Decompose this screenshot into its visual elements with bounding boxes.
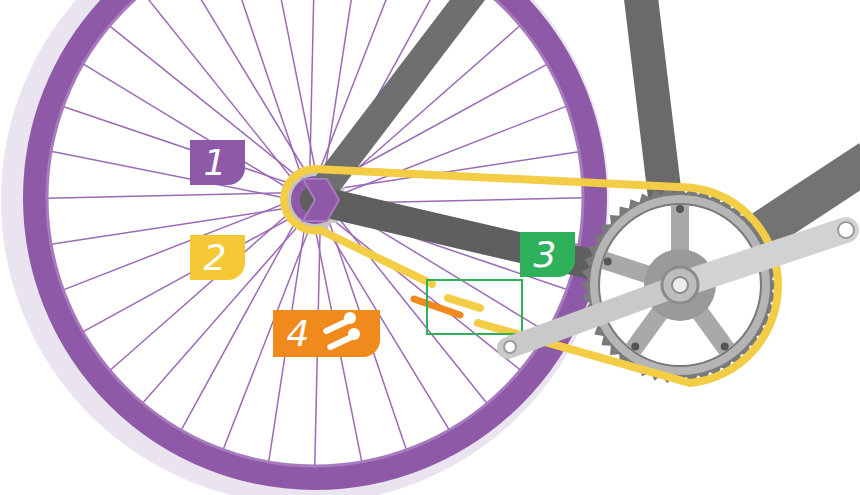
callout-number: 3 [520, 232, 570, 277]
spoke [47, 193, 300, 199]
ring-bolt [631, 342, 639, 350]
callout-badge [273, 310, 380, 357]
crank-arm [680, 230, 846, 285]
ring-bolt [676, 205, 684, 213]
ring-bolt [604, 258, 612, 266]
callout-badge [520, 232, 575, 277]
spoke [110, 26, 307, 184]
crank-bolt [672, 277, 688, 293]
spoke [110, 203, 300, 370]
highlight-box [427, 280, 522, 334]
callout-badge [190, 140, 245, 185]
callout-number: 2 [190, 235, 240, 280]
spoke [268, 0, 318, 182]
callout-badge [190, 235, 245, 280]
ring-hole [600, 205, 760, 365]
callout-number: 1 [190, 140, 240, 185]
callout-number: 4 [276, 310, 320, 357]
bottom-bracket [662, 267, 698, 303]
pedal-eye [504, 341, 516, 353]
broken-chain-link [414, 299, 460, 315]
crank-arm [508, 285, 680, 348]
spoke [63, 107, 303, 188]
pedal-eye [838, 222, 854, 238]
chain-tool-icon [322, 312, 360, 351]
ring-bolt [721, 342, 729, 350]
spoke [63, 198, 299, 290]
hub-nut [303, 179, 339, 221]
ring-band [594, 199, 766, 371]
spoke [143, 0, 301, 190]
